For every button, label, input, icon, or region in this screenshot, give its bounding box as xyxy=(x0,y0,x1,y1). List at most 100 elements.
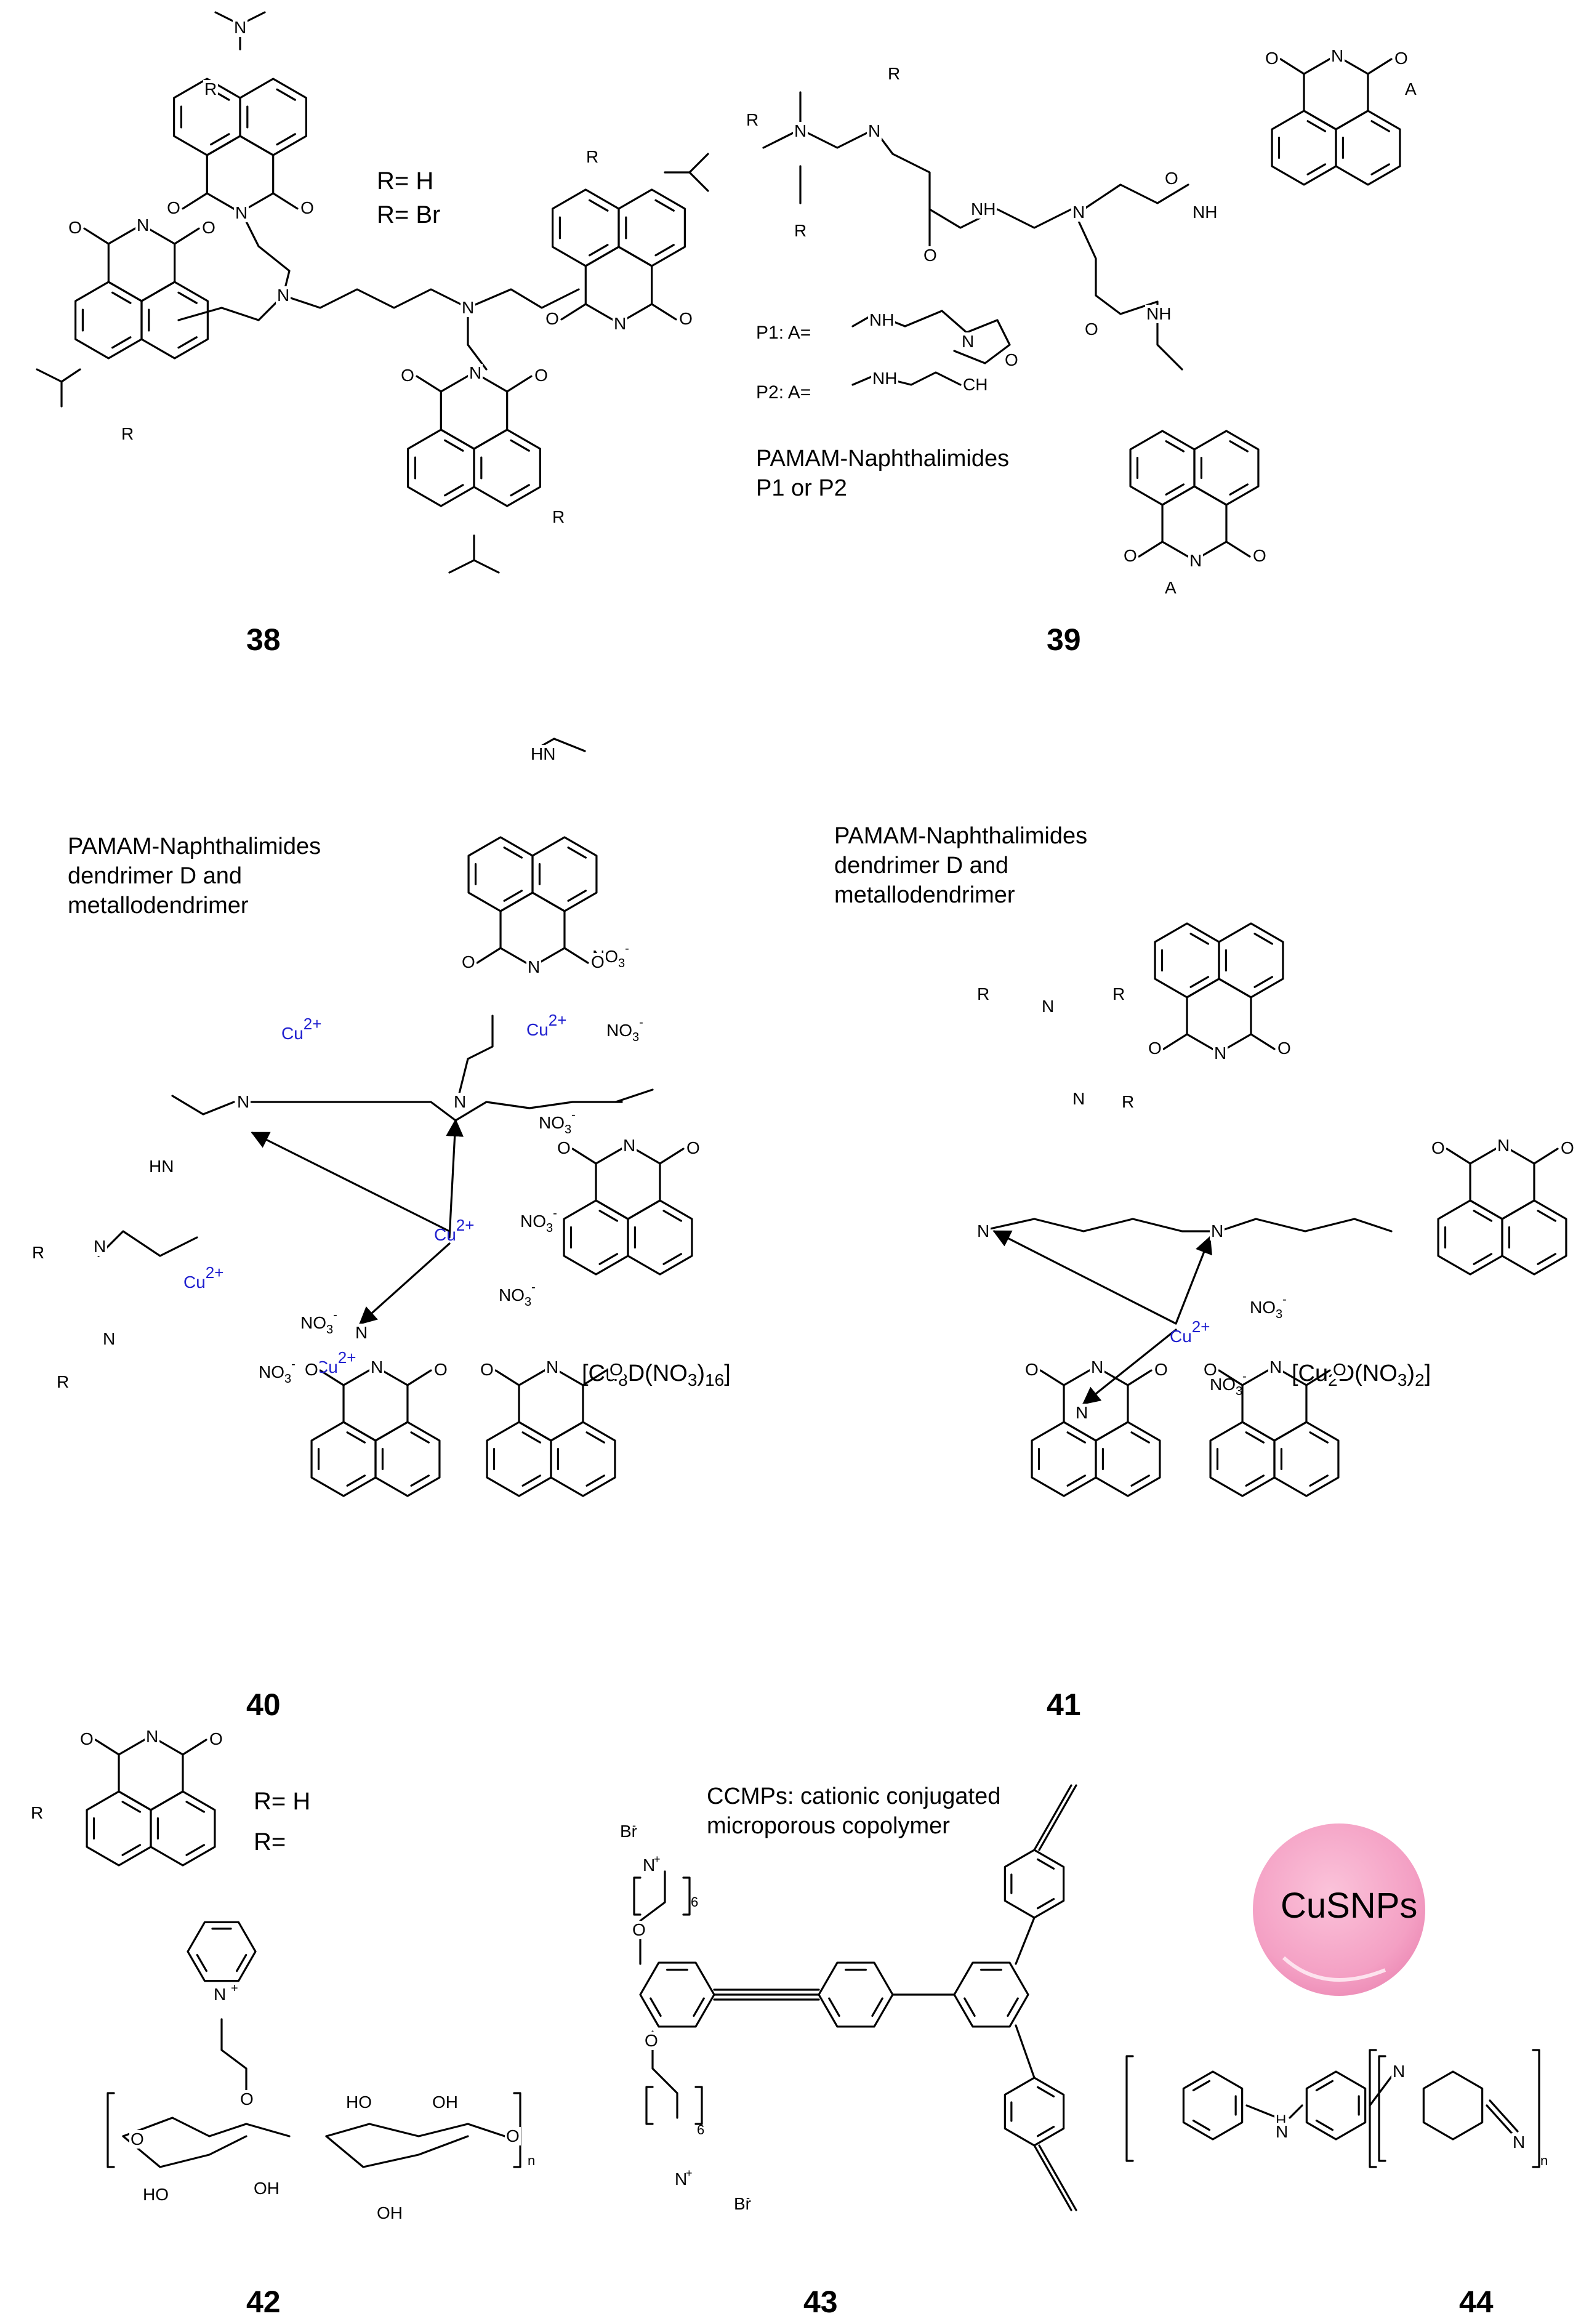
nitrate-subscript: 3 xyxy=(1276,1308,1283,1321)
c39-bottom-oxygen: O xyxy=(1122,546,1138,565)
c41-bl-ring-b xyxy=(1095,1421,1161,1497)
c43-alkyne xyxy=(1033,2144,1072,2211)
c42-ester xyxy=(220,2018,247,2094)
c39-r: R xyxy=(887,64,902,83)
c42-bracket xyxy=(107,2092,115,2168)
nitrate-charge: - xyxy=(1282,1293,1287,1306)
c41-n: N xyxy=(976,1221,991,1240)
aromatic-double-bond xyxy=(276,88,296,101)
c41-br-ring-b xyxy=(1273,1421,1340,1497)
c40-right-oxygen: O xyxy=(685,1138,701,1157)
c43-plus: + xyxy=(654,1853,661,1865)
caption-39-line-2: P1 or P2 xyxy=(756,475,847,501)
c38-left-oxygen: O xyxy=(67,218,83,238)
c43-ring-bottom xyxy=(1004,2077,1065,2147)
c38-bottom-ring-a xyxy=(407,428,475,507)
c38-left-carbonyl xyxy=(83,227,110,245)
c39-p1-nh: NH xyxy=(868,310,896,329)
c43-plus: + xyxy=(686,2167,693,2179)
nitrate-subscript: 3 xyxy=(525,1295,532,1309)
c40-top-oxygen: O xyxy=(461,952,477,971)
c43-six: 6 xyxy=(697,2122,705,2137)
c41-bl-imide-nitrogen: N xyxy=(1090,1357,1105,1377)
aromatic-double-bond xyxy=(662,1253,683,1265)
cusnp-sphere xyxy=(1253,1823,1425,1996)
nitrate-symbol: NO xyxy=(499,1285,525,1305)
c40-bl-carbonyl xyxy=(406,1369,432,1386)
aromatic-double-bond xyxy=(1036,1858,1055,1870)
c40-top-oxygen: O xyxy=(590,952,606,971)
c40-chain xyxy=(454,1015,494,1109)
c38-linker xyxy=(239,208,291,297)
aromatic-double-bond xyxy=(443,439,464,452)
c41-n: N xyxy=(1074,1403,1090,1422)
compound-label-43: 43 xyxy=(803,2285,838,2319)
c39-a: A xyxy=(1164,578,1178,597)
c41-bl-imide-ring xyxy=(1063,1365,1129,1442)
c40-hn: HN xyxy=(529,744,557,763)
c42-o: O xyxy=(505,2126,521,2145)
c39-nh: NH xyxy=(1145,304,1173,323)
aromatic-double-bond xyxy=(650,1997,662,2017)
nitrate-subscript: 3 xyxy=(632,1031,640,1044)
c43-ring-mid xyxy=(818,1961,894,2028)
c39-n: N xyxy=(1071,203,1087,222)
aromatic-double-bond xyxy=(963,1997,976,2017)
aromatic-double-bond xyxy=(410,1474,430,1487)
copper-charge: 2+ xyxy=(337,1348,356,1367)
caption-41-line-1: PAMAM-Naphthalimides xyxy=(834,823,1088,849)
c40-bl-oxygen: O xyxy=(433,1360,449,1379)
c40-br-oxygen: O xyxy=(479,1360,495,1379)
c40-bl-ring-b xyxy=(374,1421,441,1497)
c43-bracket xyxy=(645,2086,654,2125)
c42-naph-imide-nitrogen: N xyxy=(145,1727,160,1746)
c44-n: N xyxy=(1274,2122,1290,2141)
c40-no3: NO3- xyxy=(259,1357,296,1386)
c44-ring-2 xyxy=(1305,2070,1367,2141)
aromatic-double-bond xyxy=(1309,1431,1329,1444)
c38-bottom-imide-nitrogen: N xyxy=(468,363,483,382)
c38-left-carbonyl xyxy=(174,227,200,245)
aromatic-double-bond xyxy=(871,1997,883,2017)
compound-label-44: 44 xyxy=(1459,2285,1494,2319)
c40-bl-carbonyl xyxy=(319,1369,345,1386)
aromatic-double-bond xyxy=(662,1210,683,1222)
aromatic-double-bond xyxy=(346,1474,366,1487)
c38-bottom-imide-ring xyxy=(440,371,509,450)
coordination-arrow xyxy=(358,1242,451,1325)
copper-symbol: Cu xyxy=(281,1024,304,1043)
c39-bottom-oxygen: O xyxy=(1252,546,1268,565)
aromatic-double-bond xyxy=(567,890,587,902)
aromatic-double-bond xyxy=(1306,120,1327,132)
aromatic-double-bond xyxy=(1189,976,1210,988)
nitrate-charge: - xyxy=(291,1357,296,1371)
c41-bl-ring-a xyxy=(1031,1421,1097,1497)
c38-nme2 xyxy=(664,153,709,174)
c42-plus: + xyxy=(231,1982,238,1995)
c44-quinoid xyxy=(1422,2070,1484,2141)
c39-o: O xyxy=(1084,320,1100,339)
c40-right-ring-b xyxy=(627,1199,693,1276)
caption-39-line-1: PAMAM-Naphthalimides xyxy=(756,446,1010,472)
c40-r: R xyxy=(55,1372,71,1391)
aromatic-double-bond xyxy=(443,484,464,497)
c40-br-imide-ring xyxy=(518,1365,584,1442)
c39-r: R xyxy=(793,221,808,240)
c40-br-carbonyl xyxy=(582,1369,608,1386)
c44-n: N xyxy=(1391,2062,1407,2081)
formula-41: [Cu2D(NO3)2] xyxy=(1292,1361,1431,1389)
c41-br-oxygen: O xyxy=(1202,1360,1218,1379)
copper-charge: 2+ xyxy=(456,1216,475,1234)
c42-naph-carbonyl xyxy=(94,1739,120,1756)
c39-r: R xyxy=(745,110,760,129)
c40-n: N xyxy=(92,1237,108,1256)
caption-41-line-2: dendrimer D and xyxy=(834,853,1009,879)
c39-bottom-ring-b xyxy=(1193,430,1260,506)
aromatic-double-bond xyxy=(598,1253,619,1265)
aromatic-double-bond xyxy=(346,1431,366,1444)
aromatic-double-bond xyxy=(209,133,230,146)
c44-n: N xyxy=(1511,2133,1527,2152)
aromatic-double-bond xyxy=(1036,2086,1055,2097)
aromatic-double-bond xyxy=(1473,1253,1493,1265)
